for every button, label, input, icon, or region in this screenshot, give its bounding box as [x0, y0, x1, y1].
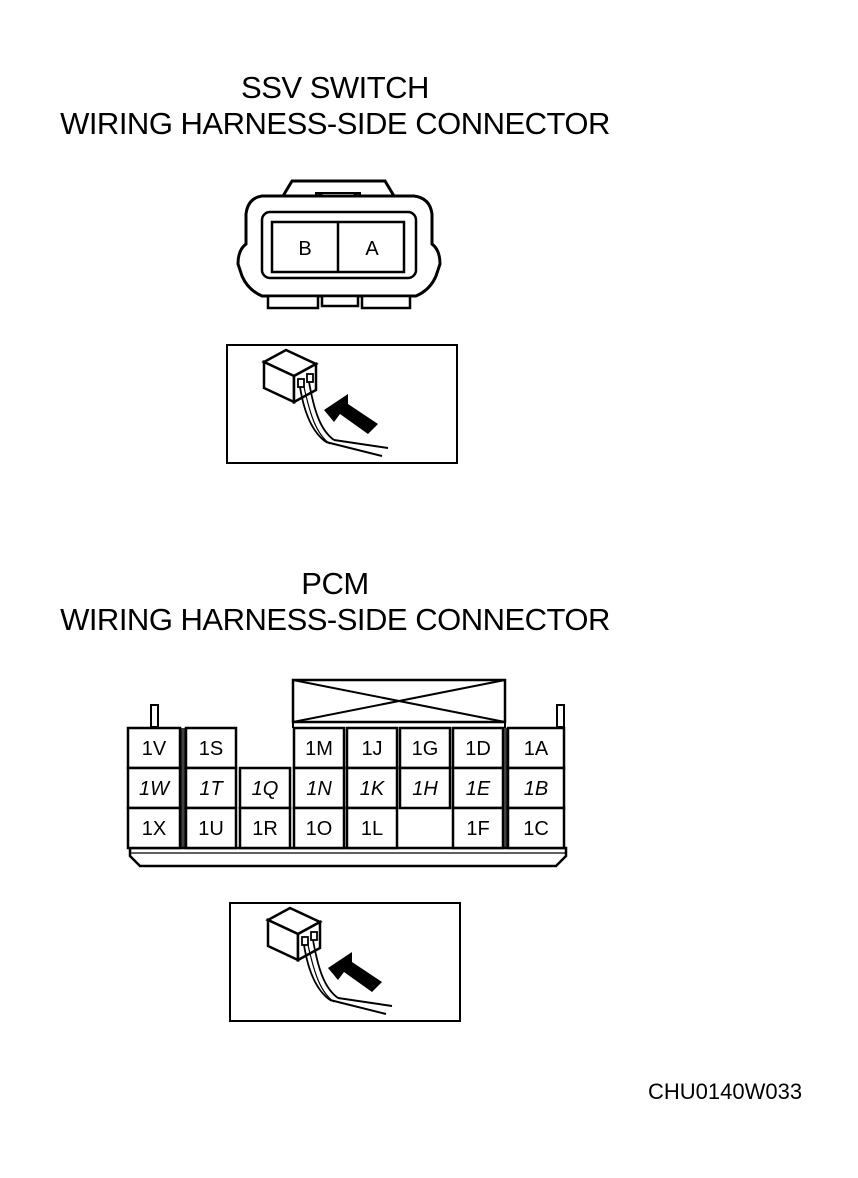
pcm-pin-cell [184, 806, 238, 850]
pcm-title: PCM WIRING HARNESS-SIDE CONNECTOR [0, 566, 670, 638]
pcm-pin-1t: 1T [199, 778, 224, 800]
pcm-pin-cell [506, 726, 566, 770]
pcm-pin-cell [238, 806, 292, 850]
pcm-pin-1u: 1U [198, 818, 224, 840]
pcm-pin-grid: 1V 1S 1M 1J 1G 1D 1A 1W 1T 1Q 1N 1K 1H 1E 1B 1X 1U 1R 1O 1L… [126, 726, 566, 850]
pcm-title-line1: PCM [301, 566, 369, 601]
ssv-probe-inset [226, 344, 458, 464]
pcm-pin-cell [451, 726, 505, 770]
pcm-pin-1j: 1J [361, 738, 382, 760]
pcm-pin-1w: 1W [139, 778, 171, 800]
pcm-pin-1e: 1E [466, 778, 491, 800]
pcm-pin-1b: 1B [524, 778, 548, 800]
pcm-pin-cell [345, 806, 399, 850]
pcm-title-line2: WIRING HARNESS-SIDE CONNECTOR [60, 602, 610, 637]
ssv-title-line2: WIRING HARNESS-SIDE CONNECTOR [60, 106, 610, 141]
drawing-code: CHU0140W033 [648, 1079, 803, 1104]
ssv-title-line1: SSV SWITCH [241, 70, 429, 105]
pcm-pin-1v: 1V [142, 738, 167, 760]
ssv-pin-a: A [365, 238, 379, 260]
pcm-pin-cell [398, 766, 452, 810]
pcm-pin-cell [506, 806, 566, 850]
ssv-connector: B A [236, 179, 442, 310]
pcm-pin-cell [506, 766, 566, 810]
pcm-pin-1n: 1N [306, 778, 332, 800]
pcm-pin-1d: 1D [465, 738, 491, 760]
pcm-pin-1l: 1L [361, 818, 383, 840]
pcm-pin-cell [292, 766, 346, 810]
pcm-pin-1a: 1A [524, 738, 549, 760]
pcm-pin-1x: 1X [142, 818, 166, 840]
pcm-pin-1o: 1O [306, 818, 333, 840]
pcm-pin-cell [398, 726, 452, 770]
pcm-pin-cell [451, 766, 505, 810]
pcm-pin-cell [292, 726, 346, 770]
pcm-pin-1k: 1K [360, 778, 386, 800]
ssv-pin-b: B [298, 238, 311, 260]
pcm-pin-1h: 1H [412, 778, 438, 800]
pcm-pin-cell [126, 766, 182, 810]
pcm-pin-1c: 1C [523, 818, 549, 840]
pcm-pin-cell [126, 806, 182, 850]
pcm-pin-cell [345, 726, 399, 770]
pcm-pin-1m: 1M [305, 738, 333, 760]
ssv-switch-title: SSV SWITCH WIRING HARNESS-SIDE CONNECTOR [0, 70, 670, 142]
pcm-pin-1g: 1G [412, 738, 439, 760]
pcm-connector [128, 678, 568, 868]
pcm-pin-1s: 1S [199, 738, 223, 760]
pcm-probe-inset [229, 902, 461, 1022]
pcm-pin-1q: 1Q [252, 778, 279, 800]
pcm-pin-cell [345, 766, 399, 810]
pcm-pin-cell [451, 806, 505, 850]
pcm-pin-cell [292, 806, 346, 850]
pcm-pin-1r: 1R [252, 818, 278, 840]
pcm-pin-cell [126, 726, 182, 770]
pcm-pin-1f: 1F [466, 818, 489, 840]
